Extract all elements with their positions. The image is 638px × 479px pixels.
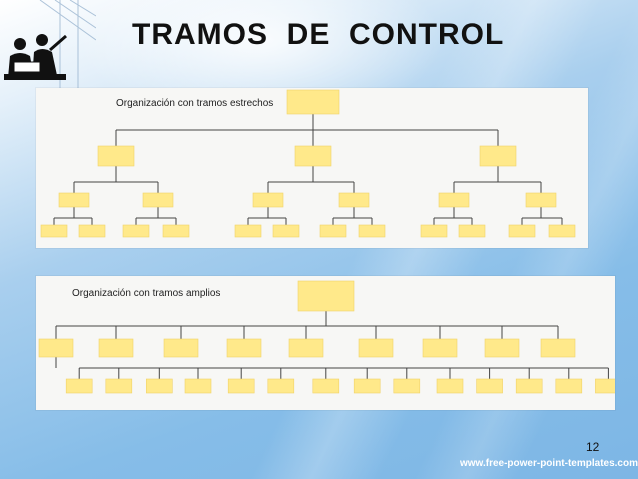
wide-l2-node-10	[476, 378, 503, 394]
wide-l2-node-6	[312, 378, 340, 394]
wide-l2-node-8	[393, 378, 421, 394]
narrow-l2-node-0-1	[142, 192, 174, 208]
narrow-l3-node-0-0-1	[78, 224, 106, 238]
wide-span-label: Organización con tramos amplios	[72, 288, 221, 299]
wide-l1-node-3	[226, 338, 262, 358]
narrow-span-diagram	[40, 89, 576, 238]
wide-l2-node-13	[595, 378, 615, 394]
wide-l2-node-3	[184, 378, 212, 394]
narrow-l3-node-1-1-1	[358, 224, 386, 238]
narrow-l2-node-0-0	[58, 192, 90, 208]
narrow-l3-node-0-1-0	[122, 224, 150, 238]
wide-l1-node-4	[288, 338, 324, 358]
narrow-l3-node-1-0-1	[272, 224, 300, 238]
narrow-l3-node-1-1-0	[319, 224, 347, 238]
page-number: 12	[586, 440, 600, 454]
wide-span-panel: Organización con tramos amplios	[36, 276, 615, 410]
wide-l2-node-9	[436, 378, 464, 394]
wide-span-diagram	[38, 280, 615, 394]
wide-l2-node-4	[227, 378, 255, 394]
wide-l2-node-1	[105, 378, 133, 394]
wide-l1-node-2	[163, 338, 199, 358]
narrow-l1-node-1	[294, 145, 332, 167]
narrow-l3-node-2-0-1	[458, 224, 486, 238]
wide-root-node	[297, 280, 355, 312]
wide-l1-node-6	[422, 338, 458, 358]
narrow-span-label: Organización con tramos estrechos	[116, 98, 274, 109]
narrow-l3-node-2-1-1	[548, 224, 576, 238]
wide-l1-node-8	[540, 338, 576, 358]
wide-l2-node-12	[555, 378, 583, 394]
footer-url: www.free-power-point-templates.com	[460, 458, 638, 469]
narrow-root-node	[286, 89, 340, 115]
wide-l1-node-5	[358, 338, 394, 358]
narrow-l2-node-1-0	[252, 192, 284, 208]
wide-l2-node-2	[146, 378, 173, 394]
slide-title: TRAMOS DE CONTROL	[132, 18, 505, 51]
wide-l2-node-11	[515, 378, 543, 394]
wide-l1-node-0	[38, 338, 74, 358]
narrow-l3-node-2-0-0	[420, 224, 448, 238]
presenters-logo-icon	[0, 0, 96, 92]
wide-l2-node-7	[353, 378, 381, 394]
narrow-l2-node-2-1	[525, 192, 557, 208]
wide-l2-node-0	[65, 378, 93, 394]
narrow-l1-node-0	[97, 145, 135, 167]
wide-l1-node-1	[98, 338, 134, 358]
narrow-l3-node-0-0-0	[40, 224, 68, 238]
narrow-l2-node-2-0	[438, 192, 470, 208]
narrow-l3-node-0-1-1	[162, 224, 190, 238]
wide-l2-node-5	[267, 378, 295, 394]
narrow-l3-node-1-0-0	[234, 224, 262, 238]
narrow-l2-node-1-1	[338, 192, 370, 208]
narrow-l1-node-2	[479, 145, 517, 167]
wide-l1-node-7	[484, 338, 520, 358]
narrow-l3-node-2-1-0	[508, 224, 536, 238]
narrow-span-panel: Organización con tramos estrechos	[36, 88, 588, 248]
